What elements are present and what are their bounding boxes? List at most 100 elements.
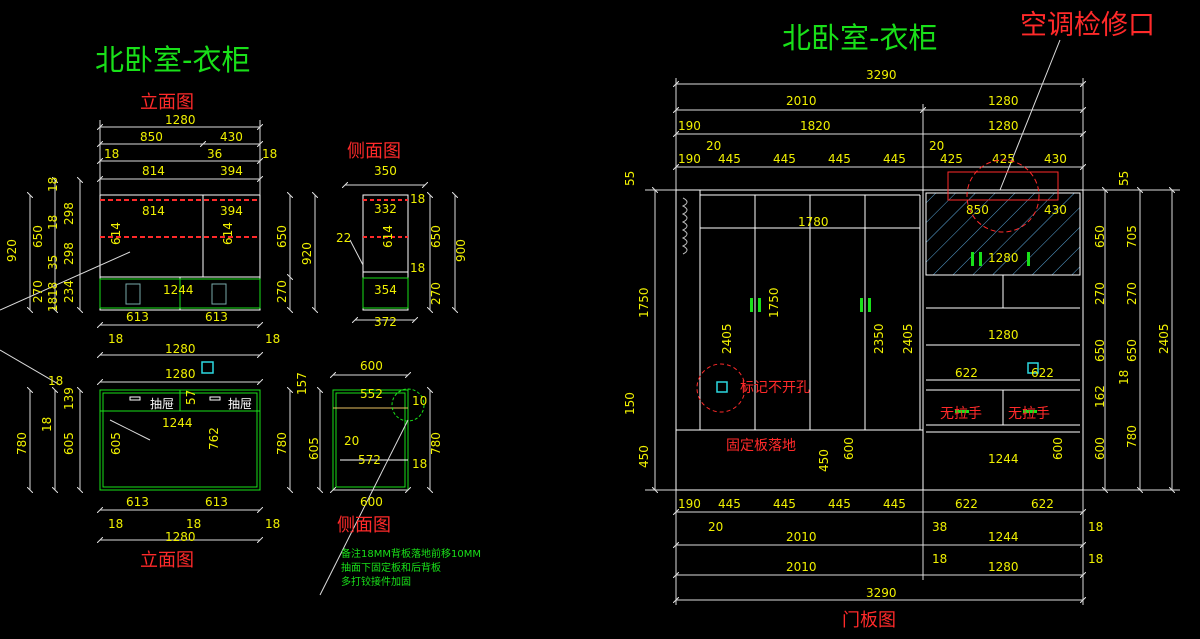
dim-label: 614 bbox=[381, 225, 395, 248]
dim-label: 622 bbox=[955, 366, 978, 380]
dim-label: 650 bbox=[1093, 225, 1107, 248]
ac-access-label: 空调检修口 bbox=[1020, 10, 1155, 41]
dim-label: 650 bbox=[275, 225, 289, 248]
dim-label: 1280 bbox=[165, 367, 196, 381]
lower-elevation-cabinet bbox=[99, 389, 261, 491]
dim-label: 650 bbox=[1125, 339, 1139, 362]
right-title: 北卧室-衣柜 bbox=[782, 21, 937, 55]
dim-label: 2350 bbox=[872, 323, 886, 354]
dim-label: 1780 bbox=[798, 215, 829, 229]
dim-label: 18 bbox=[265, 332, 280, 346]
left-upper-elevation-label: 立面图 bbox=[140, 92, 194, 113]
dim-label: 38 bbox=[932, 520, 947, 534]
dim-label: 394 bbox=[220, 164, 243, 178]
dim-label: 150 bbox=[623, 392, 637, 415]
no-handle-label: 无拉手 bbox=[940, 406, 982, 422]
lower-elevation-dim-labels: 1280 57 1244 605 762 780 139 18 605 18 7… bbox=[15, 367, 289, 544]
dim-label: 814 bbox=[142, 164, 165, 178]
mark-icon bbox=[1027, 362, 1039, 374]
dim-label: 18 bbox=[1088, 552, 1103, 566]
dim-label: 450 bbox=[637, 445, 651, 468]
dim-label: 18 bbox=[46, 282, 60, 297]
dim-label: 18 bbox=[932, 552, 947, 566]
dim-label: 2010 bbox=[786, 94, 817, 108]
note-line: 多打铰接件加固 bbox=[341, 575, 411, 588]
dim-label: 350 bbox=[374, 164, 397, 178]
dim-label: 425 bbox=[940, 152, 963, 166]
dim-label: 1280 bbox=[988, 328, 1019, 342]
door-elevation-inner-labels: 1780 850 430 1280 1750 2405 2350 2405 12… bbox=[720, 203, 1067, 472]
dim-label: 552 bbox=[360, 387, 383, 401]
dim-label: 20 bbox=[344, 434, 359, 448]
dim-label: 18 bbox=[412, 457, 427, 471]
dim-label: 650 bbox=[429, 225, 443, 248]
dim-label: 622 bbox=[1031, 366, 1054, 380]
dim-label: 600 bbox=[360, 359, 383, 373]
left-side-lower-label: 侧面图 bbox=[337, 515, 391, 536]
dim-label: 445 bbox=[828, 152, 851, 166]
dim-label: 190 bbox=[678, 119, 701, 133]
right-top-dim-labels: 3290 2010 1280 190 1820 1280 190 20 445 … bbox=[678, 68, 1067, 166]
dim-label: 139 bbox=[62, 387, 76, 410]
dim-label: 600 bbox=[360, 495, 383, 509]
right-sheet: 北卧室-衣柜 空调检修口 3290 2010 1280 190 1820 128… bbox=[623, 10, 1180, 631]
dim-label: 1280 bbox=[165, 530, 196, 544]
dim-label: 920 bbox=[5, 239, 19, 262]
side-upper-cabinet bbox=[345, 185, 455, 320]
dim-label: 572 bbox=[358, 453, 381, 467]
dim-label: 2010 bbox=[786, 530, 817, 544]
right-left-dim-labels: 55 1750 150 450 bbox=[623, 171, 651, 468]
right-bottom-dim-labels: 190 445 445 445 445 622 622 20 38 1244 1… bbox=[678, 497, 1103, 600]
dim-label: 157 bbox=[295, 372, 309, 395]
door-elevation-frame bbox=[675, 159, 1084, 491]
side-lower-dim-labels: 600 157 552 10 20 605 780 572 18 600 bbox=[295, 359, 443, 509]
dim-label: 780 bbox=[15, 432, 29, 455]
dim-label: 55 bbox=[1117, 171, 1131, 186]
left-side-upper-label: 侧面图 bbox=[347, 141, 401, 162]
door-panel-label: 门板图 bbox=[842, 610, 896, 631]
dim-label: 780 bbox=[429, 432, 443, 455]
dim-label: 332 bbox=[374, 202, 397, 216]
dim-label: 1820 bbox=[800, 119, 831, 133]
dim-label: 18 bbox=[104, 147, 119, 161]
mark-icon bbox=[716, 381, 728, 393]
dim-label: 20 bbox=[708, 520, 723, 534]
dim-label: 614 bbox=[109, 222, 123, 245]
dim-label: 18 bbox=[265, 517, 280, 531]
dim-label: 430 bbox=[1044, 152, 1067, 166]
drawer-right-label: 抽屉 bbox=[228, 397, 252, 411]
dim-label: 2405 bbox=[720, 323, 734, 354]
left-lower-elevation-label: 立面图 bbox=[140, 550, 194, 571]
dim-label: 18 bbox=[46, 215, 60, 230]
dim-label: 3290 bbox=[866, 586, 897, 600]
dim-label: 613 bbox=[126, 495, 149, 509]
dim-label: 1280 bbox=[988, 560, 1019, 574]
dim-label: 372 bbox=[374, 315, 397, 329]
dim-label: 762 bbox=[207, 427, 221, 450]
dim-label: 445 bbox=[773, 152, 796, 166]
dim-label: 270 bbox=[275, 280, 289, 303]
dim-label: 780 bbox=[275, 432, 289, 455]
dim-label: 3290 bbox=[866, 68, 897, 82]
upper-elevation-cabinet bbox=[99, 194, 261, 311]
dim-label: 1244 bbox=[162, 416, 193, 430]
right-bottom-dims bbox=[676, 490, 1083, 605]
mark-icon bbox=[201, 361, 214, 374]
dim-label: 18 bbox=[1117, 370, 1131, 385]
right-right-dim-labels: 55 650 705 270 270 650 650 18 162 600 78… bbox=[1093, 171, 1171, 460]
note-line: 备注18MM背板落地前移10MM bbox=[341, 547, 481, 560]
dim-label: 1280 bbox=[988, 119, 1019, 133]
dim-label: 18 bbox=[46, 297, 60, 312]
mark-no-hole-label: 标记不开孔 bbox=[740, 380, 810, 396]
dim-label: 1280 bbox=[988, 251, 1019, 265]
dim-label: 622 bbox=[955, 497, 978, 511]
dim-label: 445 bbox=[883, 152, 906, 166]
no-handle-label: 无拉手 bbox=[1008, 406, 1050, 422]
lower-elevation-dims bbox=[0, 349, 290, 540]
dim-label: 18 bbox=[48, 374, 63, 388]
dim-label: 270 bbox=[429, 282, 443, 305]
dim-label: 445 bbox=[828, 497, 851, 511]
note-block: 备注18MM背板落地前移10MM 抽面下固定板和后背板 多打铰接件加固 bbox=[341, 547, 481, 588]
dim-label: 298 bbox=[62, 242, 76, 265]
